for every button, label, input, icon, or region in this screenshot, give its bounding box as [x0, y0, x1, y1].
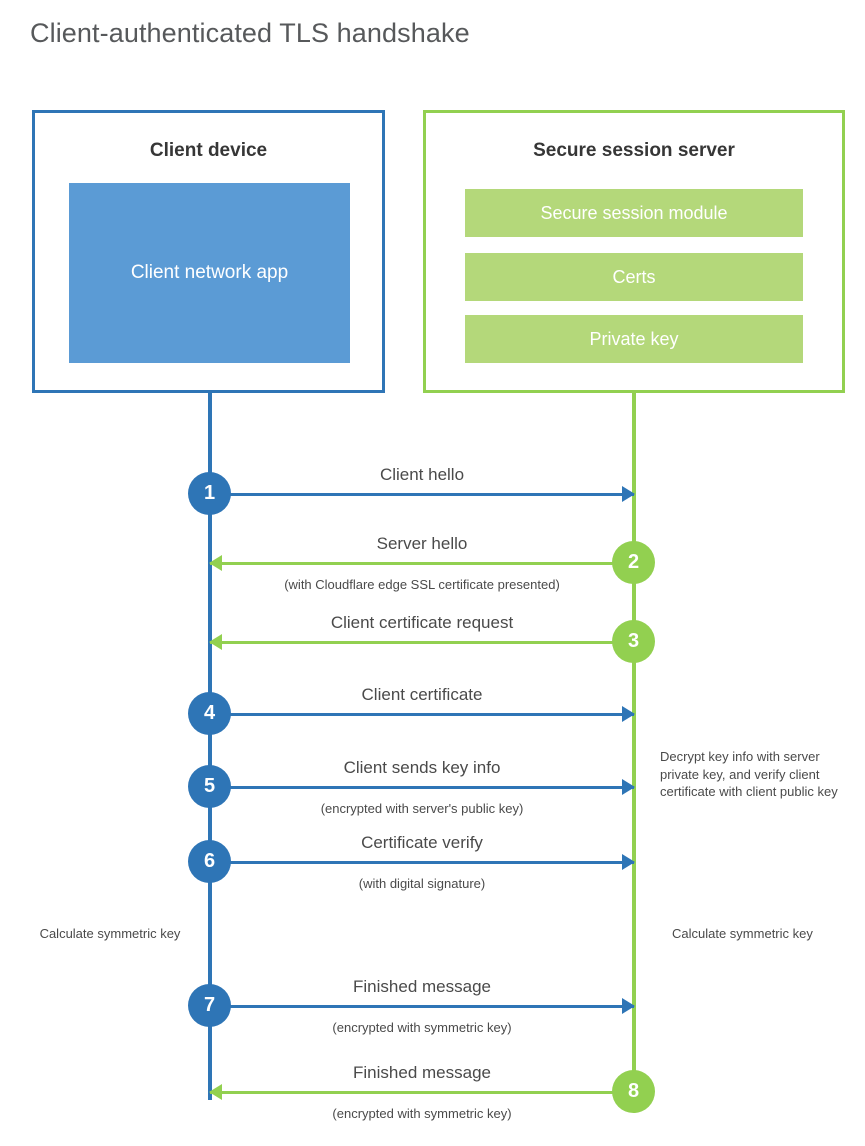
client-network-app-block: Client network app: [69, 183, 350, 363]
note-calculate-symmetric-key-client: Calculate symmetric key: [39, 926, 181, 941]
step-badge-1: 1: [188, 472, 231, 515]
arrow-head-icon-5: [622, 779, 635, 795]
message-sub-2: (with Cloudflare edge SSL certificate pr…: [284, 577, 560, 592]
server-component-certs: Certs: [465, 253, 803, 301]
client-device-box: Client device Client network app: [32, 110, 385, 393]
note-decrypt-key-info: Decrypt key info with server private key…: [660, 749, 838, 800]
arrow-line-4: [210, 712, 634, 716]
step-badge-8: 8: [612, 1070, 655, 1113]
message-label-7: Finished message: [353, 977, 491, 996]
step-badge-5: 5: [188, 765, 231, 808]
arrow-line-2: [210, 561, 634, 565]
message-label-2: Server hello: [376, 534, 468, 553]
step-badge-4: 4: [188, 692, 231, 735]
page-title: Client-authenticated TLS handshake: [30, 18, 470, 48]
step-badge-7: 7: [188, 984, 231, 1027]
note-calculate-symmetric-key-server: Calculate symmetric key: [672, 926, 813, 941]
arrow-line-1: [210, 492, 634, 496]
arrow-head-icon-1: [622, 486, 635, 502]
secure-session-server-title: Secure session server: [533, 140, 735, 161]
arrow-line-6: [210, 860, 634, 864]
server-lifeline: [632, 393, 636, 1093]
step-badge-6: 6: [188, 840, 231, 883]
message-sub-7: (encrypted with symmetric key): [332, 1020, 512, 1035]
arrow-line-7: [210, 1004, 634, 1008]
arrow-head-icon-6: [622, 854, 635, 870]
server-component-private-key: Private key: [465, 315, 803, 363]
message-label-6: Certificate verify: [361, 833, 483, 852]
message-label-5: Client sends key info: [343, 758, 501, 777]
arrow-head-icon-8: [209, 1084, 222, 1100]
message-sub-6: (with digital signature): [358, 876, 486, 891]
client-lifeline: [208, 393, 212, 1100]
server-component-secure-session-module: Secure session module: [465, 189, 803, 237]
message-sub-5: (encrypted with server's public key): [320, 801, 524, 816]
arrow-line-5: [210, 785, 634, 789]
arrow-head-icon-4: [622, 706, 635, 722]
message-label-8: Finished message: [353, 1063, 491, 1082]
arrow-head-icon-7: [622, 998, 635, 1014]
client-device-title: Client device: [149, 140, 268, 161]
message-label-4: Client certificate: [361, 685, 483, 704]
arrow-line-8: [210, 1090, 634, 1094]
arrow-line-3: [210, 640, 634, 644]
message-label-3: Client certificate request: [330, 613, 514, 632]
message-sub-8: (encrypted with symmetric key): [332, 1106, 512, 1121]
secure-session-server-box: Secure session server Secure session mod…: [423, 110, 845, 393]
step-badge-2: 2: [612, 541, 655, 584]
arrow-head-icon-2: [209, 555, 222, 571]
message-label-1: Client hello: [379, 465, 465, 484]
arrow-head-icon-3: [209, 634, 222, 650]
step-badge-3: 3: [612, 620, 655, 663]
